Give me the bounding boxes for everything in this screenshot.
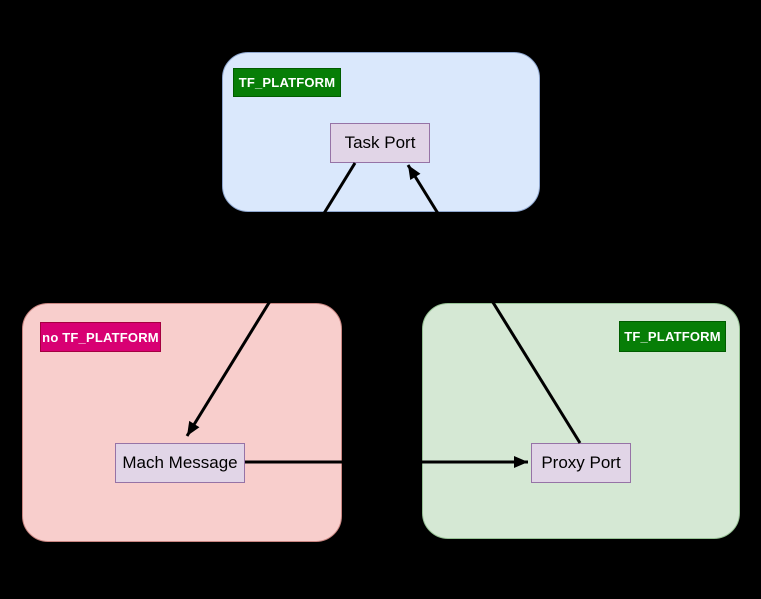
node-proxy-port: Proxy Port <box>531 443 631 483</box>
node-task-port: Task Port <box>330 123 430 163</box>
badge-tf-platform-bottom: TF_PLATFORM <box>619 321 726 352</box>
badge-no-tf-platform: no TF_PLATFORM <box>40 322 161 352</box>
node-mach-message: Mach Message <box>115 443 245 483</box>
badge-tf-platform-top: TF_PLATFORM <box>233 68 341 97</box>
